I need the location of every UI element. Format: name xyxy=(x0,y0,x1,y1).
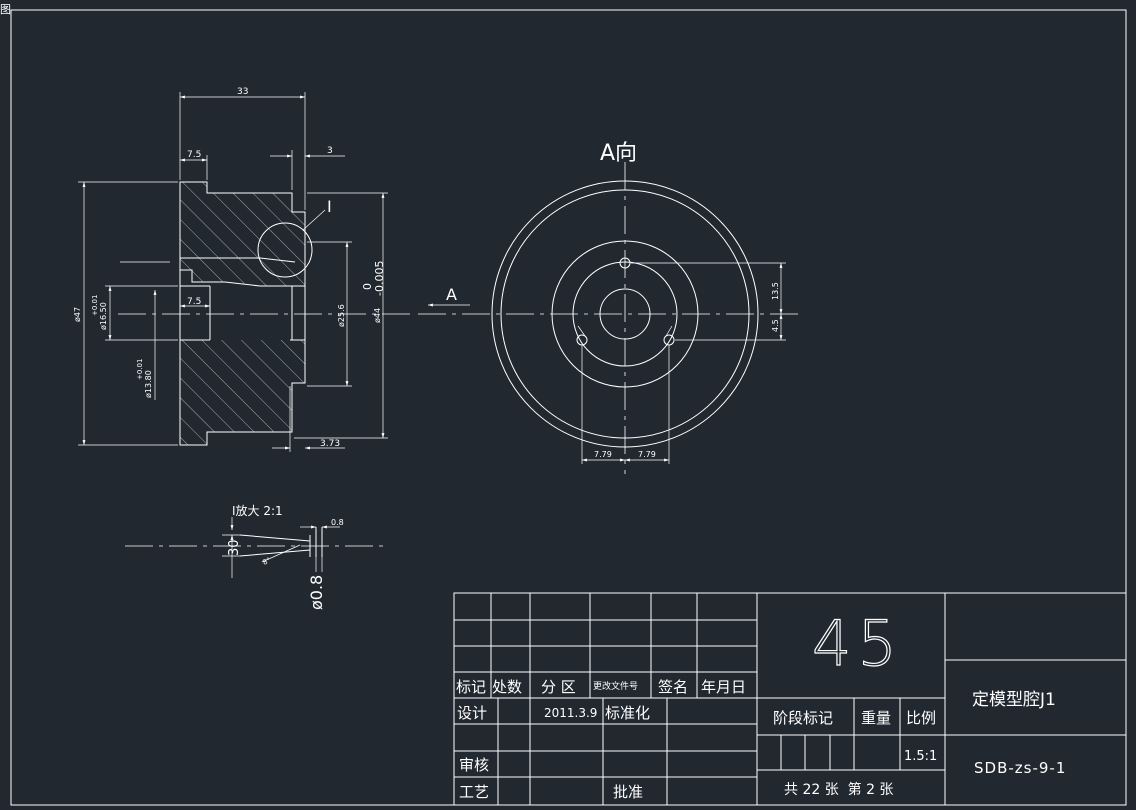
dim-dia-47: ø47 xyxy=(73,307,82,322)
end-view: A向 A 13.5 4.5 7.79 7.79 xyxy=(418,141,800,474)
dim-7-79-right: 7.79 xyxy=(638,450,656,459)
scale-value: 1.5:1 xyxy=(904,749,937,764)
detail-circle-I xyxy=(257,222,313,278)
dim-7-79-left: 7.79 xyxy=(594,450,612,459)
dim-13-5: 13.5 xyxy=(771,282,780,300)
row-process: 工艺 xyxy=(459,783,489,801)
corner-label: 图 xyxy=(0,3,11,16)
outer-circle xyxy=(491,180,759,448)
hole-right xyxy=(663,334,675,346)
header-zone: 分 区 xyxy=(541,678,576,696)
hole-top xyxy=(619,257,631,269)
view-arrow-label: A xyxy=(446,285,457,304)
tol-dia-16-50: +0.01 xyxy=(91,295,99,316)
dim-7-5-mid: 7.5 xyxy=(187,297,201,307)
dim-dia-25-6: ø25.6 xyxy=(337,304,346,327)
header-mark: 标记 xyxy=(456,678,486,696)
header-count: 处数 xyxy=(492,678,522,696)
dim-dia-13-80: ø13.80 xyxy=(144,370,153,398)
material: 45 xyxy=(812,607,903,680)
drawing-number: SDB-zs-9-1 xyxy=(974,759,1066,777)
scale-label: 比例 xyxy=(906,709,936,727)
outer-circle-2 xyxy=(500,189,750,439)
stage-mark: 阶段标记 xyxy=(773,709,833,727)
view-title-a: A向 xyxy=(600,141,637,166)
section-hatch-lower xyxy=(180,340,305,445)
title-block: 45 定模型腔J1 SDB-zs-9-1 标记 处数 分 区 更改文件号 签名 … xyxy=(453,592,1127,806)
dim-0-8: 0.8 xyxy=(331,518,344,527)
tol-dia-44-upper: 0 xyxy=(361,283,374,290)
row-review: 审核 xyxy=(459,756,489,774)
row-approve: 批准 xyxy=(613,783,643,801)
dim-3: 3 xyxy=(327,146,333,156)
header-signature: 签名 xyxy=(658,678,688,696)
part-name: 定模型腔J1 xyxy=(972,690,1056,710)
dim-33: 33 xyxy=(237,87,248,97)
header-date: 年月日 xyxy=(701,678,746,696)
bore-circle xyxy=(599,288,651,340)
detail-title: I放大 2:1 xyxy=(232,503,283,518)
sheet-count: 共 22 张 第 2 张 xyxy=(784,781,893,798)
dim-3-73: 3.73 xyxy=(320,439,340,449)
row-design: 设计 xyxy=(457,704,487,722)
tol-dia-13-80: +0.01 xyxy=(136,359,144,380)
section-hatch-upper xyxy=(180,182,305,286)
weight-label: 重量 xyxy=(861,709,891,727)
dim-dia-16-50: ø16.50 xyxy=(99,302,108,330)
part-outline xyxy=(179,181,306,446)
dim-7-5-top: 7.5 xyxy=(187,150,201,160)
row-standardize: 标准化 xyxy=(605,704,650,722)
mid-circle xyxy=(551,240,699,388)
section-view: I 33 7.5 3 7.5 3.73 ø47 ø16.50 +0.01 xyxy=(73,87,415,452)
detail-view: I放大 2:1 0.8 30 8° ø0.8 xyxy=(125,503,385,610)
dim-4-5: 4.5 xyxy=(771,319,780,332)
inner-circle xyxy=(572,261,678,367)
dim-30: 30 xyxy=(227,539,242,556)
header-change-doc: 更改文件号 xyxy=(593,680,638,692)
detail-marker: I xyxy=(327,197,332,216)
tol-dia-44-lower: -0.005 xyxy=(373,261,386,296)
dim-dia-44: ø44 xyxy=(373,308,382,323)
row-design-date: 2011.3.9 xyxy=(544,706,597,720)
dim-angle: 8° xyxy=(261,556,272,567)
dim-dia-0-8: ø0.8 xyxy=(307,575,326,610)
